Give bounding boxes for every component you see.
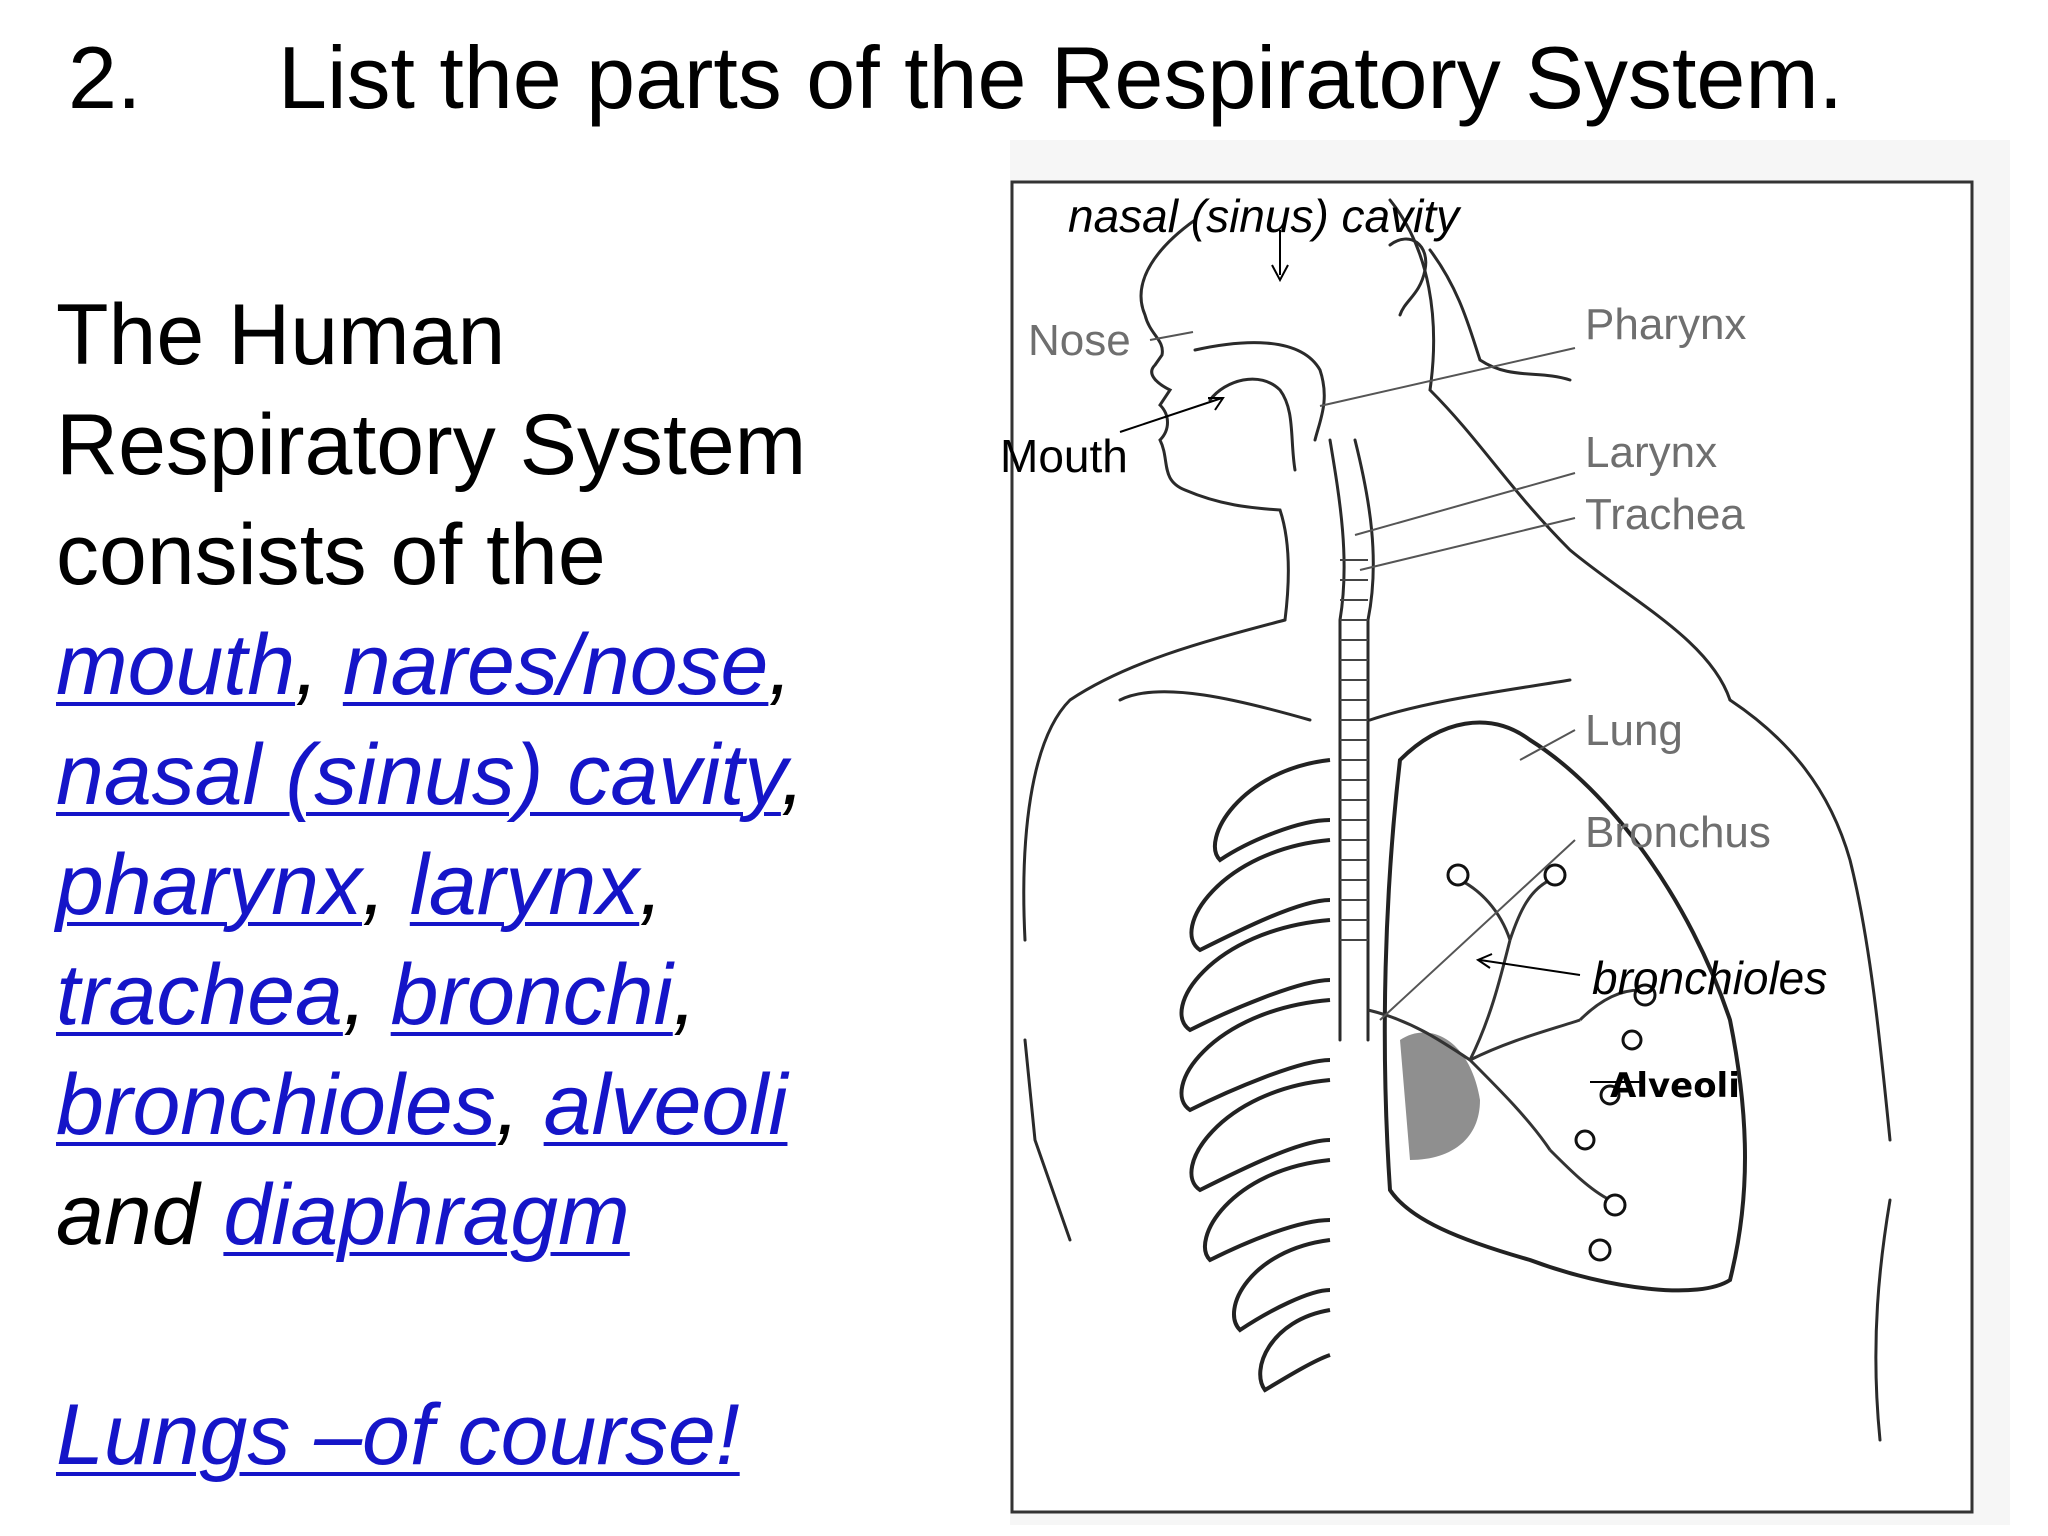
comma: , (495, 1057, 520, 1153)
ear (1388, 237, 1428, 317)
face-profile (1139, 218, 1290, 622)
trachea-left (1328, 438, 1346, 1042)
comma: , (672, 947, 697, 1043)
comma: , (639, 837, 664, 933)
nasal-cavity-arrowhead (1271, 264, 1289, 283)
larynx-leader (1354, 472, 1576, 536)
label-larynx: Larynx (1585, 428, 1718, 477)
intro-line-3: consists of the (56, 507, 606, 603)
mouth-arrow (1119, 397, 1223, 433)
comma: , (780, 727, 805, 823)
intro-line-2: Respiratory System (56, 397, 807, 493)
link-line-3: pharynx, larynx, (56, 830, 956, 940)
body-text: The Human Respiratory System consists of… (56, 280, 956, 1490)
link-pharynx[interactable]: pharynx (56, 837, 362, 933)
link-mouth[interactable]: mouth (56, 617, 296, 713)
neck-back (1388, 198, 1732, 702)
rib-cage (1179, 758, 1331, 1393)
link-bronchi[interactable]: bronchi (390, 947, 673, 1043)
diagram-frame (1010, 180, 1974, 1514)
link-trachea[interactable]: trachea (56, 947, 343, 1043)
comma: , (295, 617, 319, 713)
annotation-arrows (1119, 230, 1642, 1083)
heart-shadow (1400, 1032, 1480, 1160)
link-diaphragm[interactable]: diaphragm (223, 1167, 630, 1263)
left-shoulder (1022, 618, 1287, 942)
link-nasal-cavity[interactable]: nasal (sinus) cavity (56, 727, 781, 823)
link-lungs[interactable]: Lungs –of course! (56, 1387, 740, 1483)
trachea-right (1353, 438, 1375, 1042)
jaw-line (1428, 248, 1572, 382)
and-word: and (56, 1167, 200, 1263)
nasal-passage (1193, 341, 1326, 442)
trachea-leader (1359, 517, 1576, 571)
label-lung: Lung (1585, 706, 1683, 755)
left-arm (1023, 1038, 1072, 1242)
spacer (56, 1270, 956, 1380)
link-alveoli[interactable]: alveoli (543, 1057, 788, 1153)
mouth-arrowhead (1208, 397, 1225, 411)
label-nasal-cavity: nasal (sinus) cavity (1068, 190, 1460, 242)
label-pharynx: Pharynx (1585, 300, 1747, 349)
comma: , (768, 617, 793, 713)
bronchioles-arrowhead (1475, 953, 1493, 969)
label-nose: Nose (1028, 316, 1131, 365)
link-line-6: and diaphragm (56, 1160, 956, 1270)
bronchial-tree (1367, 878, 1641, 1202)
link-line-4: trachea, bronchi, (56, 940, 956, 1050)
respiratory-diagram: nasal (sinus) cavity Nose Mouth Pharynx … (1000, 140, 2010, 1525)
link-line-7: Lungs –of course! (56, 1380, 956, 1490)
pharynx-leader (1319, 347, 1576, 407)
slide-heading: List the parts of the Respiratory System… (278, 28, 1844, 127)
intro-line-1: The Human (56, 287, 506, 383)
slide-number: 2. (68, 28, 142, 127)
right-shoulder (1728, 698, 1892, 1142)
right-arm (1874, 1198, 1892, 1442)
nose-leader (1149, 331, 1194, 341)
link-line-2: nasal (sinus) cavity, (56, 720, 956, 830)
alveoli-sacs (1446, 863, 1657, 1262)
leader-lines (1149, 331, 1576, 1021)
bronchioles-arrow (1479, 959, 1581, 976)
slide-title: 2. List the parts of the Respiratory Sys… (68, 18, 2018, 138)
label-mouth: Mouth (1000, 430, 1128, 482)
diagram-drawing (1010, 140, 2010, 1525)
comma: , (342, 947, 367, 1043)
right-clavicle (1368, 678, 1572, 722)
link-nose[interactable]: nares/nose (342, 617, 769, 713)
link-larynx[interactable]: larynx (409, 837, 640, 933)
comma: , (361, 837, 386, 933)
lung-outline (1382, 720, 1747, 1293)
lung-leader (1519, 729, 1576, 761)
link-bronchioles[interactable]: bronchioles (56, 1057, 496, 1153)
link-line-5: bronchioles, alveoli (56, 1050, 956, 1160)
link-line-1: mouth, nares/nose, (56, 610, 956, 720)
label-bronchus: Bronchus (1585, 808, 1771, 857)
body-outline (1022, 198, 1892, 1442)
left-clavicle (1118, 690, 1312, 722)
label-alveoli: Alveoli (1610, 1066, 1740, 1106)
trachea-rings (1340, 559, 1368, 941)
bronchus-leader (1379, 839, 1576, 1021)
oral-passage (1208, 377, 1297, 472)
label-bronchioles: bronchioles (1592, 952, 1828, 1004)
label-trachea: Trachea (1585, 490, 1745, 539)
